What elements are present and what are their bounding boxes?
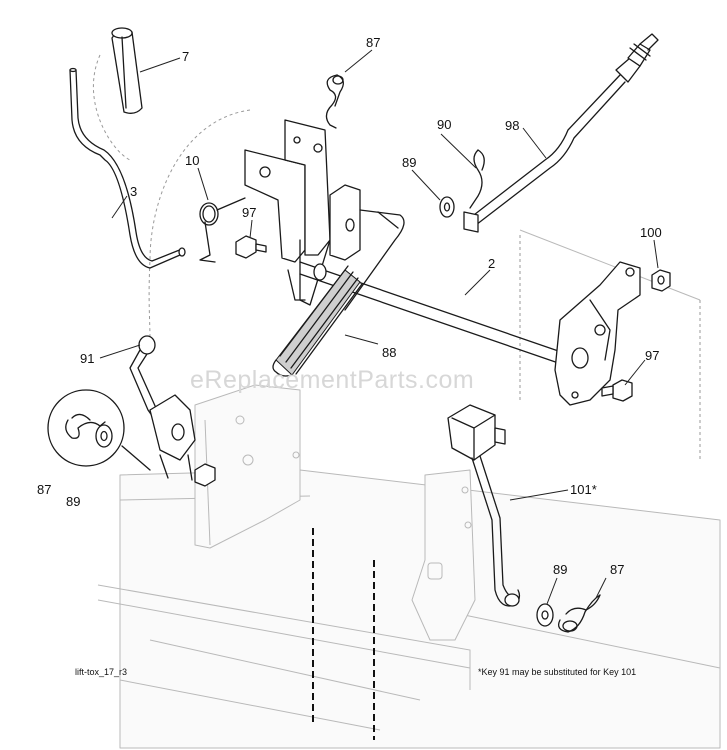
part-87-hairpin-clip-bottom	[557, 594, 601, 633]
callout-87-top: 87	[366, 35, 380, 50]
callout-98: 98	[505, 118, 519, 133]
part-89-washer-bottom	[536, 603, 554, 627]
drawing-code: lift-tox_17_r3	[75, 667, 127, 677]
part-100-nut	[651, 269, 671, 292]
callout-89-top: 89	[402, 155, 416, 170]
callout-100: 100	[640, 225, 662, 240]
spring-hook-bracket	[329, 184, 405, 311]
left-deck-bracket	[194, 384, 301, 549]
part-88-extension-spring	[272, 265, 363, 377]
callout-2: 2	[488, 256, 495, 271]
callout-89-left: 89	[66, 494, 80, 509]
part-87-hairpin-clip-top	[325, 74, 344, 129]
callout-97-left: 97	[242, 205, 256, 220]
upper-mounting-bracket	[244, 119, 331, 306]
callout-leaders	[99, 49, 659, 605]
part-7-grip	[111, 27, 143, 114]
part-97-bolt-right	[601, 379, 633, 402]
part-101-lift-link-right	[447, 404, 521, 607]
callout-101: 101*	[570, 482, 597, 497]
callout-97-right: 97	[645, 348, 659, 363]
callout-10: 10	[185, 153, 199, 168]
callout-88: 88	[382, 345, 396, 360]
part-98-lift-link-rod	[463, 33, 659, 233]
watermark: eReplacementParts.com	[190, 366, 474, 394]
right-deck-bracket	[411, 469, 476, 641]
part-10-torsion-spring	[199, 197, 246, 263]
callout-87-bottom: 87	[610, 562, 624, 577]
callout-89-bottom: 89	[553, 562, 567, 577]
callout-87-left: 87	[37, 482, 51, 497]
part-90-clip	[469, 149, 485, 209]
part-91-lift-link-left	[129, 335, 216, 487]
part-97-bolt-left	[235, 235, 267, 259]
part-3-lift-lever	[69, 67, 186, 269]
callout-90: 90	[437, 117, 451, 132]
callout-7: 7	[182, 49, 189, 64]
part-89-washer-top	[439, 196, 455, 218]
callout-91: 91	[80, 351, 94, 366]
detail-circle-clip-washer	[47, 389, 151, 471]
footnote: *Key 91 may be substituted for Key 101	[478, 667, 636, 677]
callout-3: 3	[130, 184, 137, 199]
right-bellcrank-bracket	[554, 261, 641, 406]
